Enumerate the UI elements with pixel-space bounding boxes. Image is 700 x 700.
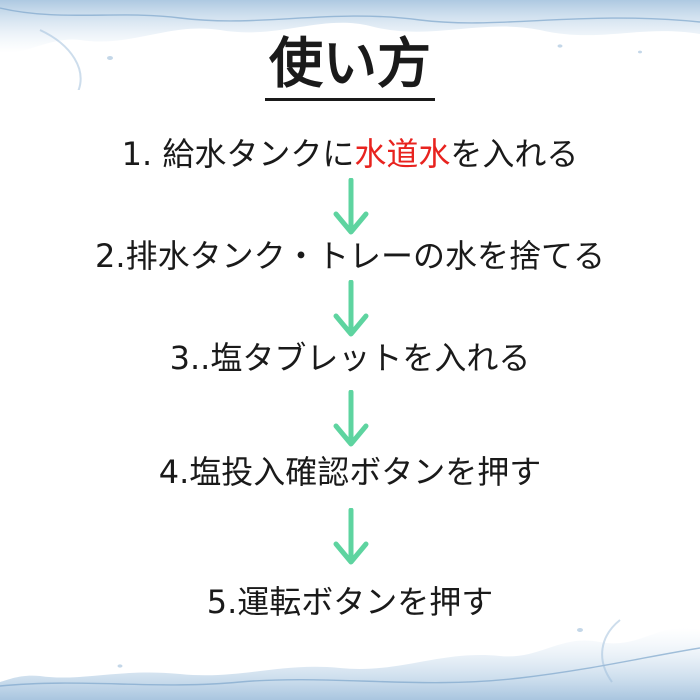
step-2: 2.排水タンク・トレーの水を捨てる [95,237,605,275]
step-1-before: 1. 給水タンクに [121,135,355,173]
arrow-down-icon [333,508,369,565]
page-title: 使い方 [0,32,700,101]
arrow-down-icon [333,390,369,447]
step-5: 5.運転ボタンを押す [206,583,494,621]
step-1-highlight: 水道水 [354,135,451,173]
step-1: 1. 給水タンクに水道水を入れる [0,134,700,174]
page-title-text: 使い方 [265,32,435,101]
step-3: 3..塩タブレットを入れる [169,339,531,377]
arrow-down-icon [333,178,369,235]
step-4: 4.塩投入確認ボタンを押す [158,453,542,491]
step-1-after: を入れる [450,135,579,173]
arrow-down-icon [333,280,369,337]
